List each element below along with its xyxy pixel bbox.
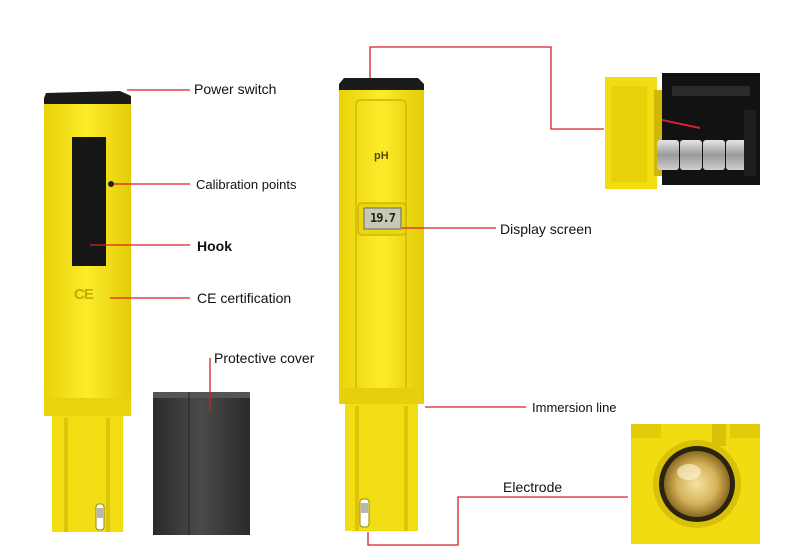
label-hook: Hook bbox=[197, 238, 232, 254]
middle-meter bbox=[339, 78, 424, 531]
calibration-point bbox=[108, 181, 114, 187]
leader-lines bbox=[90, 46, 628, 546]
electrode-closeup-graphic bbox=[631, 424, 760, 544]
label-calibration-points: Calibration points bbox=[196, 177, 297, 192]
label-ce-certification: CE certification bbox=[197, 290, 292, 306]
battery-compartment-graphic bbox=[605, 73, 760, 189]
left-meter bbox=[44, 91, 131, 532]
electrode-bulb bbox=[664, 451, 730, 517]
lcd-screen bbox=[363, 207, 402, 230]
hook-clip bbox=[72, 137, 106, 266]
label-power-switch: Power switch bbox=[194, 81, 277, 97]
ph-mark: pH bbox=[374, 150, 389, 162]
left-meter-probe-housing bbox=[52, 416, 123, 532]
middle-meter-collar bbox=[341, 388, 422, 404]
label-protective-cover: Protective cover bbox=[214, 350, 315, 366]
middle-meter-body bbox=[339, 90, 424, 404]
leader-battery bbox=[369, 46, 604, 130]
middle-meter-cap bbox=[339, 78, 424, 90]
ce-mark: CE bbox=[74, 286, 94, 303]
lcd-reading: 19.7 bbox=[370, 211, 396, 225]
button-cell-batteries bbox=[657, 140, 748, 170]
label-immersion-line: Immersion line bbox=[532, 400, 617, 415]
left-meter-collar bbox=[44, 398, 131, 416]
left-meter-cap bbox=[44, 91, 131, 104]
protective-cover-graphic bbox=[153, 392, 250, 535]
leader-electrode bbox=[367, 496, 628, 546]
label-electrode: Electrode bbox=[503, 479, 563, 495]
label-display-screen: Display screen bbox=[500, 221, 592, 237]
